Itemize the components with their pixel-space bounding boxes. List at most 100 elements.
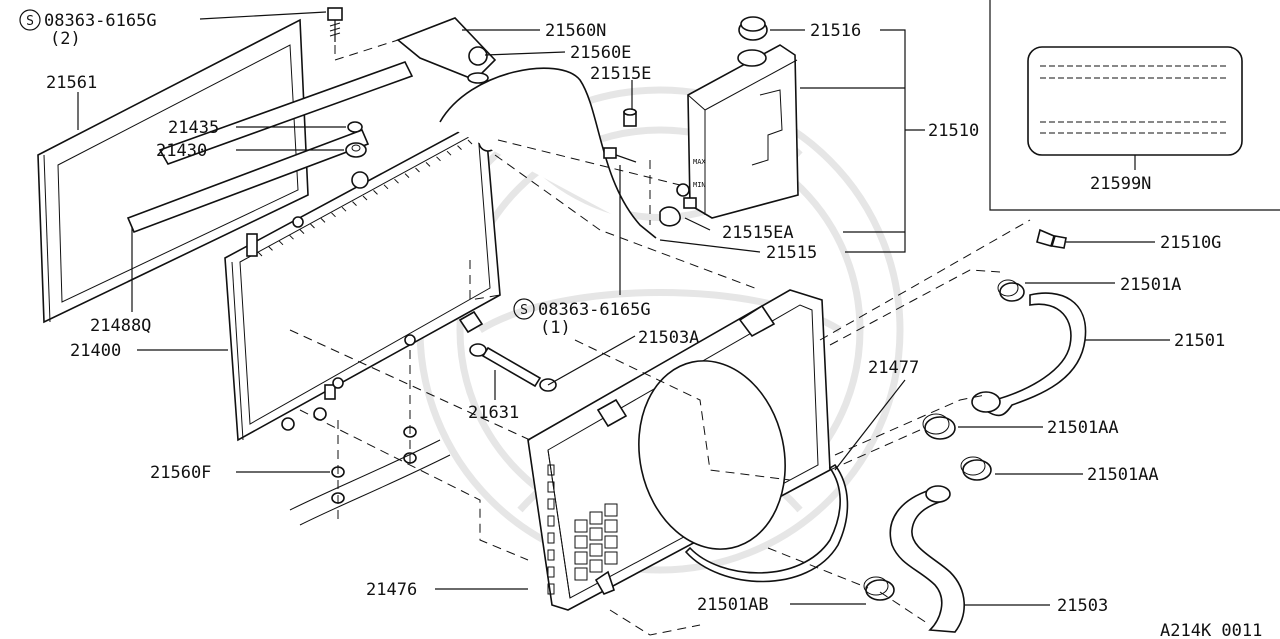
shroud-louver [604, 535, 618, 549]
s-symbol-mid [513, 298, 535, 320]
shroud-edge-slot [547, 532, 555, 544]
frame-21561 [37, 18, 309, 324]
label-21515E: 21515E [590, 64, 651, 84]
part-labels: 08363-6165G (2) 21561 21435 21430 21560N… [44, 11, 1262, 639]
label-s-part-mid: 08363-6165G [538, 300, 651, 320]
label-21501AB: 21501AB [697, 595, 769, 615]
shroud-louver [604, 503, 618, 517]
clamp-21501AA-lower [960, 456, 992, 481]
label-21501AA-2: 21501AA [1087, 465, 1159, 485]
hose-21503 [889, 485, 965, 633]
radiator-fin [320, 218, 326, 223]
reservoir-tank-21510 [676, 44, 799, 219]
radiator-fin [299, 229, 305, 234]
shroud-louver [574, 519, 588, 533]
cap-21516 [738, 16, 768, 41]
shroud-louver [604, 551, 618, 565]
pipe-21631 [481, 346, 542, 388]
fan-shroud-21476 [527, 289, 831, 611]
label-21631: 21631 [468, 403, 519, 423]
radiator-fin [289, 234, 294, 240]
label-21510G: 21510G [1160, 233, 1221, 253]
shroud-edge-slot [547, 464, 555, 476]
s-symbol-top [19, 9, 41, 31]
s-symbol-top-text: S [26, 14, 34, 29]
radiator-fin [457, 145, 462, 150]
radiator-fin [310, 223, 315, 229]
label-21501AA-1: 21501AA [1047, 418, 1119, 438]
radiator-fin [467, 139, 473, 145]
label-21599N: 21599N [1090, 174, 1151, 194]
part-21515E [623, 108, 637, 127]
radiator-fin [341, 206, 347, 212]
screw-top-08363 [327, 7, 343, 42]
tank-min-mark: MIN [693, 181, 706, 189]
radiator-fin [278, 240, 284, 246]
label-box-border [989, 0, 1280, 211]
shroud-edge-slot [547, 481, 555, 493]
clamp-21501A [997, 279, 1025, 302]
s-symbol-mid-text: S [520, 303, 528, 318]
part-21435 [347, 121, 363, 133]
radiator-fin [404, 173, 410, 178]
shroud-louver [589, 559, 603, 573]
radiator-fin [415, 167, 420, 173]
clamp-21501AB [863, 576, 895, 601]
radiator-fin [257, 251, 263, 257]
label-21400: 21400 [70, 341, 121, 361]
label-s-qty-mid: (1) [540, 318, 571, 338]
leader-lines [77, 11, 1170, 606]
shroud-louver [574, 535, 588, 549]
shroud-louver [574, 567, 588, 581]
shroud-edge-slot [547, 515, 555, 527]
assembly-dashed-lines [289, 39, 1031, 636]
shroud-louver [604, 519, 618, 533]
part-21430 [345, 142, 367, 158]
label-s-qty-top: (2) [50, 29, 81, 49]
shroud-edge-slot [547, 566, 555, 578]
radiator-fin [268, 246, 273, 251]
hose-21515 [439, 67, 657, 239]
label-21561: 21561 [46, 73, 97, 93]
label-21503A: 21503A [638, 328, 699, 348]
label-21560N: 21560N [545, 21, 606, 41]
caution-label-21599N [1027, 46, 1243, 156]
label-21501A: 21501A [1120, 275, 1181, 295]
shroud-ring-21477 [684, 463, 849, 583]
label-21515: 21515 [766, 243, 817, 263]
shroud-louver [589, 543, 603, 557]
label-21488Q: 21488Q [90, 316, 151, 336]
radiator-fin [373, 190, 378, 195]
label-21515EA: 21515EA [722, 223, 794, 243]
label-21501: 21501 [1174, 331, 1225, 351]
clamp-21501AA-upper [922, 413, 956, 440]
label-21560E: 21560E [570, 43, 631, 63]
clip-21515EA [659, 206, 681, 227]
radiator-fin [446, 150, 452, 156]
label-21476: 21476 [366, 580, 417, 600]
bolt-21510G [1036, 228, 1067, 249]
label-21430: 21430 [156, 141, 207, 161]
bracket-21560N [396, 17, 497, 84]
radiator-fin [331, 212, 336, 218]
shroud-louver [589, 527, 603, 541]
radiator-fin [425, 162, 431, 167]
radiator-fin [362, 195, 368, 201]
label-21503: 21503 [1057, 596, 1108, 616]
shroud-louver [589, 511, 603, 525]
mount-21560F [289, 426, 451, 526]
radiator-fin [383, 184, 389, 190]
shroud-edge-slot [547, 583, 555, 595]
radiator-fin [436, 156, 441, 162]
label-21516: 21516 [810, 21, 861, 41]
diagram-code: A214K 0011 [1160, 621, 1262, 639]
label-21435: 21435 [168, 118, 219, 138]
label-21560F: 21560F [150, 463, 211, 483]
upper-bracket-strip [126, 61, 414, 234]
label-21510: 21510 [928, 121, 979, 141]
tank-max-mark: MAX [693, 158, 706, 166]
shroud-edge-slot [547, 549, 555, 561]
screw-mid-08363 [603, 147, 637, 163]
